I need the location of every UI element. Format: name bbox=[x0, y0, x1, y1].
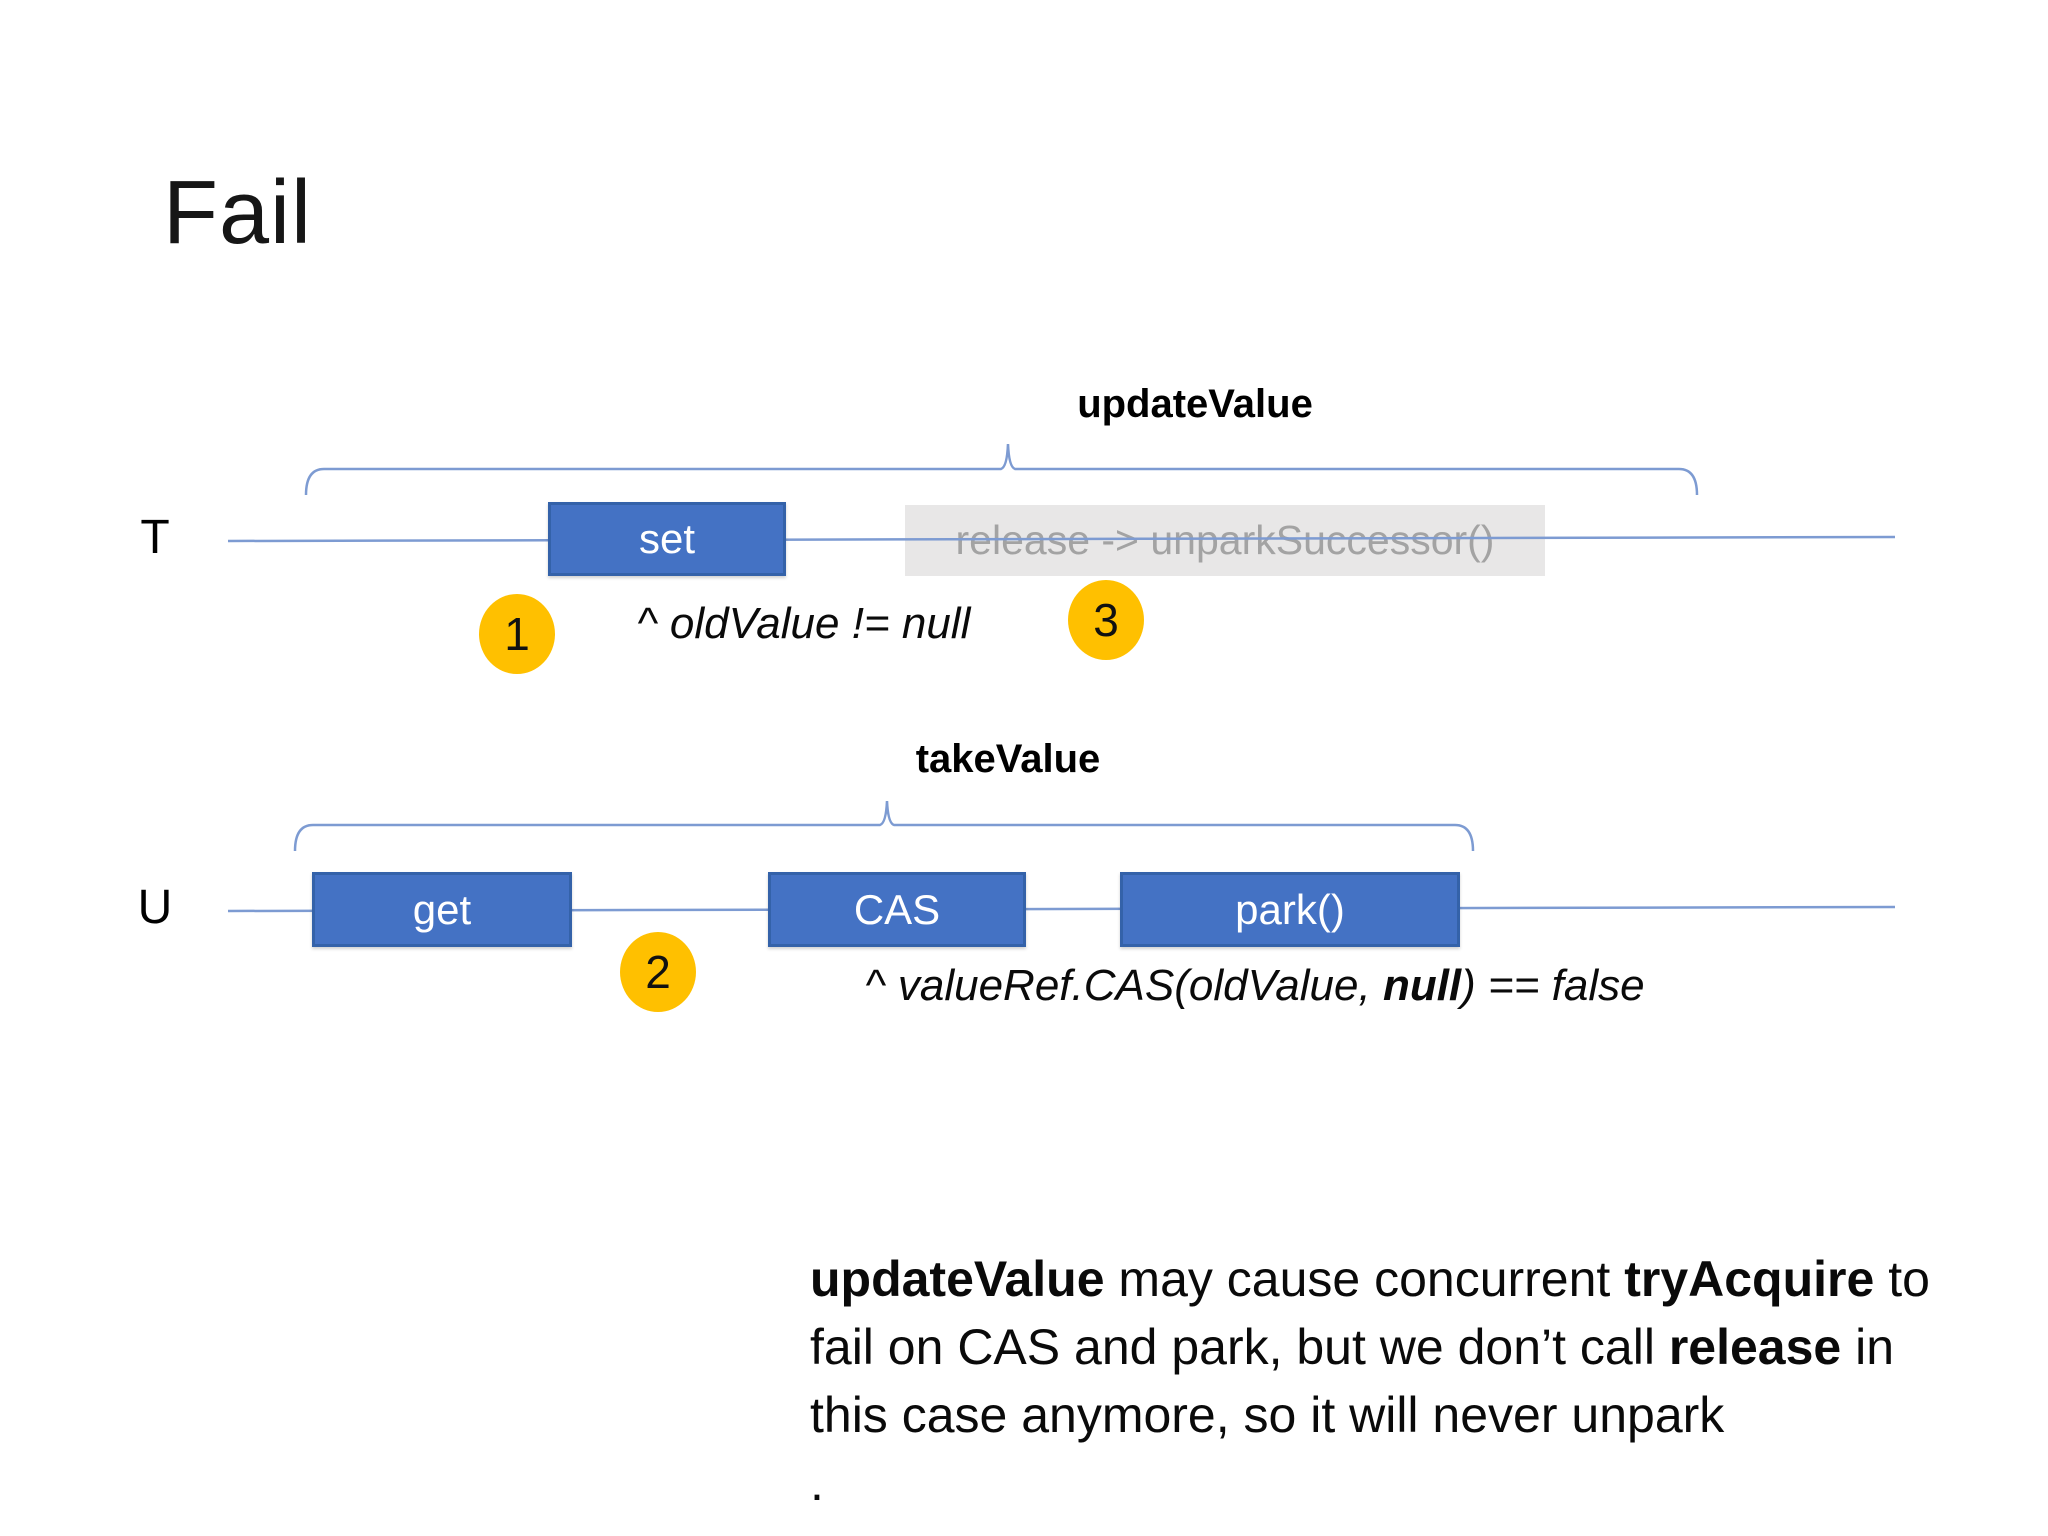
slide-title: Fail bbox=[163, 163, 313, 263]
note-line: updateValue may cause concurrent tryAcqu… bbox=[810, 1251, 1930, 1307]
box-get: get bbox=[312, 872, 572, 947]
step-badge-3: 3 bbox=[1068, 580, 1144, 660]
box-set: set bbox=[548, 502, 786, 576]
lane-label-u: U bbox=[137, 881, 173, 934]
span-label-takevalue: takeValue bbox=[915, 737, 1101, 781]
note-line: . bbox=[810, 1455, 824, 1511]
note-line: this case anymore, so it will never unpa… bbox=[810, 1387, 1725, 1443]
brace-updatevalue bbox=[304, 443, 1699, 496]
step-badge-2: 2 bbox=[620, 932, 696, 1012]
note-paragraph: updateValue may cause concurrent tryAcqu… bbox=[810, 1245, 2010, 1517]
brace-takevalue bbox=[293, 800, 1475, 852]
annotation-valueref-cas: ^ valueRef.CAS(oldValue, null) == false bbox=[865, 961, 1645, 1010]
box-cas: CAS bbox=[768, 872, 1026, 947]
span-label-updatevalue: updateValue bbox=[1077, 382, 1313, 426]
lane-label-t: T bbox=[140, 511, 170, 564]
annotation-oldvalue-not-null: ^ oldValue != null bbox=[637, 599, 971, 648]
box-release-unparksuccessor: release -> unparkSuccessor() bbox=[905, 505, 1545, 576]
box-park: park() bbox=[1120, 872, 1460, 947]
step-badge-1: 1 bbox=[479, 594, 555, 674]
note-line: fail on CAS and park, but we don’t call … bbox=[810, 1319, 1895, 1375]
